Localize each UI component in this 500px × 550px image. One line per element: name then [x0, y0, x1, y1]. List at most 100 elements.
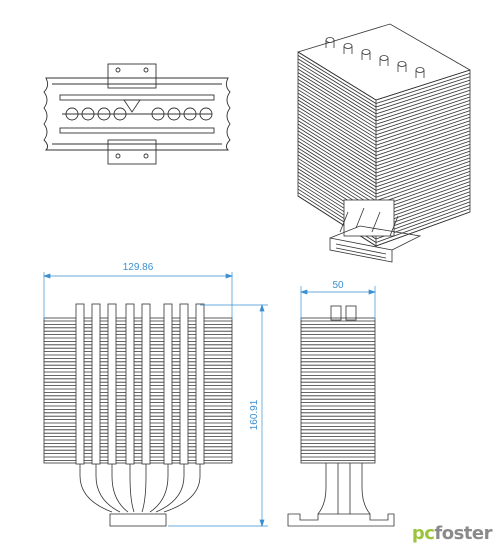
front-heatpipe-bend [149, 464, 169, 513]
front-heatpipe-bend [129, 464, 135, 513]
iso-fin-side [375, 130, 471, 163]
iso-fin [297, 109, 377, 160]
iso-fin [297, 130, 377, 181]
iso-fin-side [375, 106, 471, 139]
front-view [43, 303, 233, 527]
iso-fin [297, 123, 377, 174]
top-heatpipe [113, 107, 127, 121]
iso-pipe-cap [379, 55, 389, 61]
top-view [43, 63, 231, 165]
bracket-hole [143, 153, 149, 159]
iso-fin [297, 120, 377, 170]
bracket-hole [115, 67, 121, 73]
iso-fin [297, 154, 377, 205]
iso-fin-side [375, 69, 471, 101]
iso-fin [297, 116, 377, 167]
iso-pipe-cap [361, 49, 371, 55]
top-heatpipe-group [65, 107, 213, 121]
iso-fin-side [375, 140, 471, 174]
top-heatpipe [167, 107, 181, 121]
iso-fin [297, 96, 377, 146]
front-heatpipe-bend [155, 464, 185, 513]
iso-fin [297, 140, 377, 191]
watermark-part-2: foster [434, 523, 492, 544]
iso-base-grooves [335, 243, 387, 259]
iso-fin-side [375, 208, 471, 243]
side-view [287, 305, 395, 527]
iso-fin [297, 75, 377, 125]
dim-height-label: 160.91 [249, 399, 260, 430]
iso-fin-side [375, 116, 471, 150]
iso-fin [297, 113, 377, 163]
dim-height-arrows [259, 303, 265, 528]
iso-fin [297, 68, 377, 118]
iso-fin-side [375, 86, 471, 118]
iso-fin-side [375, 133, 471, 167]
dim-depth-arrows [299, 289, 377, 295]
top-clip-bar-lower [59, 127, 215, 134]
iso-fin [297, 195, 377, 247]
iso-fin [297, 79, 377, 129]
iso-fin-side [375, 113, 471, 146]
iso-pipe-cap [343, 43, 353, 49]
iso-fin-side [375, 76, 471, 108]
iso-fin [297, 58, 377, 108]
top-bracket-lower [107, 139, 157, 165]
iso-fin [297, 127, 377, 177]
iso-fin [297, 137, 377, 188]
iso-fin [297, 157, 377, 209]
iso-fin-side [375, 100, 471, 132]
side-pipe-legs [317, 463, 371, 515]
watermark-part-1: pc [411, 523, 435, 544]
front-heatpipes [75, 303, 205, 513]
front-heatpipe-bend [163, 464, 201, 513]
iso-base-pipes [339, 207, 399, 237]
front-base-plate [109, 513, 167, 527]
top-inner-edges [52, 83, 222, 145]
top-clip-bar-upper [59, 94, 215, 101]
iso-fin [297, 147, 377, 198]
front-heatpipe-bend [79, 464, 113, 513]
iso-fin [297, 151, 377, 202]
top-heatpipe [97, 107, 111, 121]
top-heatpipe [81, 107, 95, 121]
iso-pipe-cap [415, 67, 425, 73]
iso-fin-side [375, 83, 471, 115]
iso-fin-side [375, 171, 471, 205]
iso-fin [297, 144, 377, 195]
front-heatpipe-bend [141, 464, 147, 513]
iso-fin [297, 65, 377, 115]
iso-fin-side [375, 211, 471, 247]
iso-pipe-cap [325, 37, 335, 43]
dim-width-arrows [42, 273, 234, 279]
top-bracket-holes [115, 67, 149, 159]
side-pipe-cap-left [330, 305, 342, 321]
front-heatpipe [179, 303, 189, 465]
iso-fin-side [375, 137, 471, 170]
iso-fin [297, 55, 377, 104]
iso-fin-side [375, 144, 471, 177]
front-heatpipe [75, 303, 85, 465]
iso-fin-side [375, 123, 471, 156]
top-bracket-upper [107, 63, 157, 89]
iso-fin [297, 72, 377, 122]
side-fin-block [300, 317, 376, 464]
front-heatpipe [163, 303, 173, 465]
iso-fin [297, 99, 377, 150]
front-heatpipe [141, 303, 151, 465]
iso-fin-side [375, 89, 471, 122]
iso-fin [297, 106, 377, 156]
iso-fin [297, 82, 377, 132]
iso-fin-side [375, 73, 471, 104]
iso-fin [297, 133, 377, 184]
top-fin-outline [43, 77, 231, 151]
front-heatpipe [125, 303, 135, 465]
dim-width-label: 129.86 [123, 262, 154, 273]
iso-fin-side [375, 120, 471, 153]
iso-fin-side [375, 110, 471, 143]
iso-fin-side [375, 157, 471, 191]
iso-fin-side [375, 150, 471, 184]
iso-fin-side [375, 93, 471, 125]
front-heatpipe [107, 303, 117, 465]
